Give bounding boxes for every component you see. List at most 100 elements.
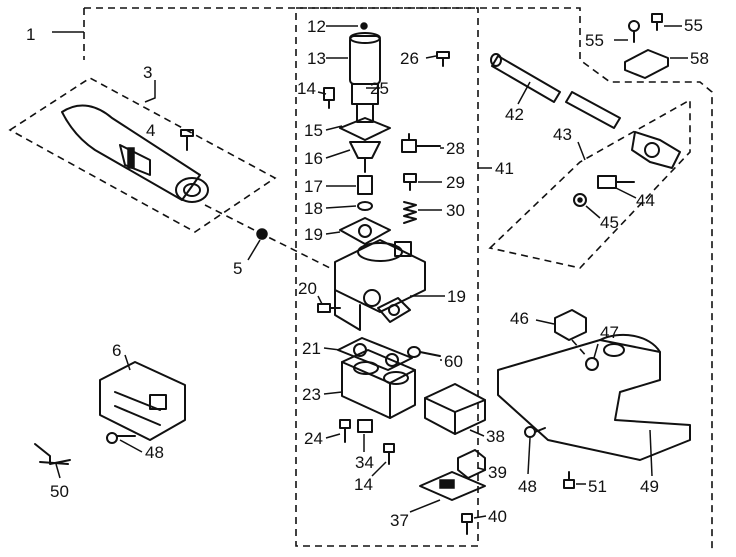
label-46: 46 [510,309,529,328]
label-15: 15 [304,121,323,140]
label-34: 34 [355,453,374,472]
burner-tube-part [61,104,209,203]
leader-47 [593,343,599,359]
leader-49 [649,429,653,477]
label-49: 49 [640,477,659,496]
label-47: 47 [600,323,619,342]
bracket-6-part [99,361,186,441]
leader-38 [469,429,485,437]
shield-49-part [497,333,691,461]
label-40: 40 [488,507,507,526]
label-14a: 14 [297,79,316,98]
burner-group-box [8,77,277,233]
label-6: 6 [112,341,121,360]
leader-42 [517,81,531,105]
label-48a: 48 [145,443,164,462]
connector-line-46 [571,339,589,359]
gasket-19a-part [339,217,391,245]
label-41: 41 [495,159,514,178]
label-13: 13 [307,49,326,68]
leader-18 [325,205,357,209]
label-39: 39 [488,463,507,482]
washer-18-part [357,201,373,211]
valve-body-part [334,239,426,331]
cap-13-part [349,32,381,85]
leader-16 [325,149,351,159]
label-55a: 55 [585,31,604,50]
thermocouple-50-part [34,443,71,465]
screw-12-part [360,22,368,30]
label-30: 30 [446,201,465,220]
leader-46 [535,319,555,325]
label-45: 45 [600,213,619,232]
leader-48a [119,439,143,453]
assembly-boundary [84,7,713,550]
label-43: 43 [553,125,572,144]
screw-29-part [403,173,417,191]
leader-44 [615,187,637,199]
screw-14b-part [383,443,395,465]
stem-16-part [349,141,381,173]
fitting-28-part [401,133,441,153]
label-12: 12 [307,17,326,36]
valve-group-box [295,7,479,547]
gasket-19b-part [377,297,411,323]
leader-19a [325,231,341,235]
leader-6 [124,354,131,371]
leader-14b [371,461,387,477]
leader-43 [577,141,586,161]
label-3: 3 [143,63,152,82]
orifice-group-box [488,98,691,269]
screw-14a-part [323,87,335,109]
leader-21 [323,347,341,351]
label-16: 16 [304,149,323,168]
tube-42-part [490,53,561,103]
leader-45 [585,205,601,219]
label-4: 4 [146,121,155,140]
sleeve-17-part [357,175,373,195]
label-60: 60 [444,352,463,371]
label-24: 24 [304,429,323,448]
screw-4-part [180,129,194,151]
label-58: 58 [690,49,709,68]
nut-47-part [585,357,599,371]
leader-26 [425,55,437,59]
clamp-58-part [624,49,669,79]
orifice-44-part [597,175,635,189]
label-38: 38 [486,427,505,446]
leader-37 [409,499,441,513]
label-26: 26 [400,49,419,68]
leader-15 [325,125,343,131]
label-23: 23 [302,385,321,404]
screw-51-part [563,471,575,489]
leader-50 [55,463,61,479]
leader-40 [473,515,487,519]
leader-20 [317,295,323,305]
fitting-60-part [407,346,441,358]
tube-43-part [565,91,681,169]
nut-48b-part [524,426,546,438]
label-42: 42 [505,105,524,124]
label-21: 21 [302,339,321,358]
leader-39 [477,467,487,471]
leader-24 [325,433,341,439]
module-38-part [424,383,486,435]
label-17: 17 [304,177,323,196]
label-50: 50 [50,482,69,501]
washer-45-part [573,193,587,207]
bracket-46-part [554,309,587,341]
nut-48a-part [106,432,136,444]
screw-55b-part [651,13,663,31]
label-37: 37 [390,511,409,530]
label-19a: 19 [304,225,323,244]
label-55b: 55 [684,16,703,35]
leader-3 [144,80,156,103]
label-28: 28 [446,139,465,158]
leader-48b [527,437,531,475]
plate-37-part [419,471,486,501]
label-51: 51 [588,477,607,496]
label-14b: 14 [354,475,373,494]
screw-40-part [461,513,473,535]
screw-24-part [339,419,351,443]
